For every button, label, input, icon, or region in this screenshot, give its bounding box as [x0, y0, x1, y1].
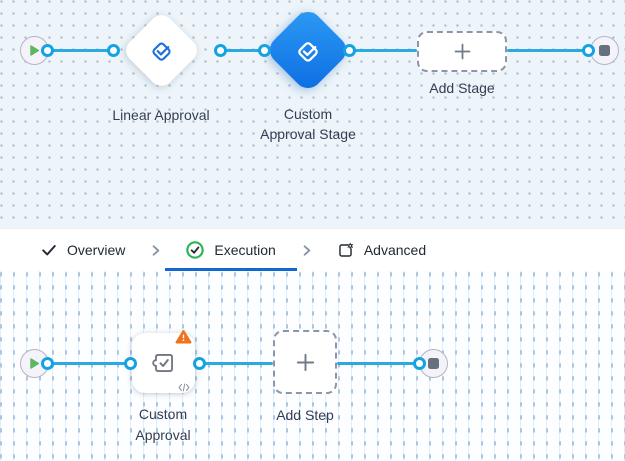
connector-port[interactable]: [106, 43, 120, 57]
node-label: Add Stage: [429, 80, 495, 96]
plus-icon: [296, 353, 314, 371]
connector-port[interactable]: [192, 356, 206, 370]
connector-port[interactable]: [581, 43, 595, 57]
plus-icon: [454, 43, 470, 60]
tab-advanced[interactable]: Advanced: [316, 229, 447, 271]
tab-execution[interactable]: Execution: [165, 229, 296, 271]
code-icon: [178, 379, 190, 397]
puzzle-check-icon: [151, 354, 173, 372]
tab-label: Overview: [67, 242, 126, 258]
edge: [47, 361, 130, 365]
stage-canvas[interactable]: Linear Approval Custom Approval Stage Ad…: [0, 0, 625, 228]
approval-stamp-icon: [298, 41, 318, 61]
node-label: Linear Approval: [112, 107, 210, 123]
stage-node-linear-approval[interactable]: [120, 9, 202, 91]
edge: [337, 361, 419, 365]
edge: [220, 48, 264, 52]
node-label: Custom Approval Stage: [208, 104, 408, 144]
chevron-right-icon: [297, 229, 316, 271]
tab-overview[interactable]: Overview: [20, 229, 146, 271]
step-canvas[interactable]: Custom Approval Add Step: [0, 271, 625, 461]
play-icon: [29, 44, 39, 56]
connector-port[interactable]: [40, 356, 54, 370]
node-label-line: Custom: [138, 406, 188, 422]
start-node[interactable]: [19, 35, 49, 65]
stop-square-icon: [427, 357, 439, 369]
end-node[interactable]: [418, 348, 448, 378]
play-icon: [29, 357, 39, 369]
step-node-custom-approval[interactable]: [132, 330, 195, 393]
connector-port[interactable]: [213, 43, 227, 57]
node-label: Add Step: [276, 407, 334, 423]
end-node[interactable]: [589, 35, 619, 65]
add-stage-button[interactable]: [417, 31, 507, 72]
warning-triangle-icon[interactable]: [175, 329, 192, 350]
add-step-button[interactable]: [273, 330, 337, 394]
connector-port[interactable]: [412, 356, 426, 370]
node-label-line: Approval Stage: [260, 126, 356, 142]
stop-square-icon: [598, 44, 610, 56]
check-circle-icon: [186, 241, 205, 259]
tab-label: Advanced: [363, 242, 427, 258]
connector-port[interactable]: [257, 43, 271, 57]
connector-port[interactable]: [123, 356, 137, 370]
node-label-line: Approval: [135, 427, 191, 443]
tab-label: Execution: [214, 242, 276, 258]
approval-stamp-icon: [151, 42, 171, 61]
edge: [507, 48, 588, 52]
connector-port[interactable]: [40, 43, 54, 57]
stage-node-custom-approval-stage[interactable]: [264, 6, 352, 94]
box-gear-icon: [339, 242, 353, 257]
check-icon: [42, 245, 56, 256]
node-label: Custom Approval: [63, 404, 263, 446]
node-label-line: Custom: [283, 106, 333, 122]
edge: [349, 48, 417, 52]
edge: [47, 48, 113, 52]
connector-port[interactable]: [342, 43, 356, 57]
edge: [199, 361, 273, 365]
chevron-right-icon: [146, 229, 165, 271]
stage-tabs: Overview Execution: [0, 228, 625, 271]
